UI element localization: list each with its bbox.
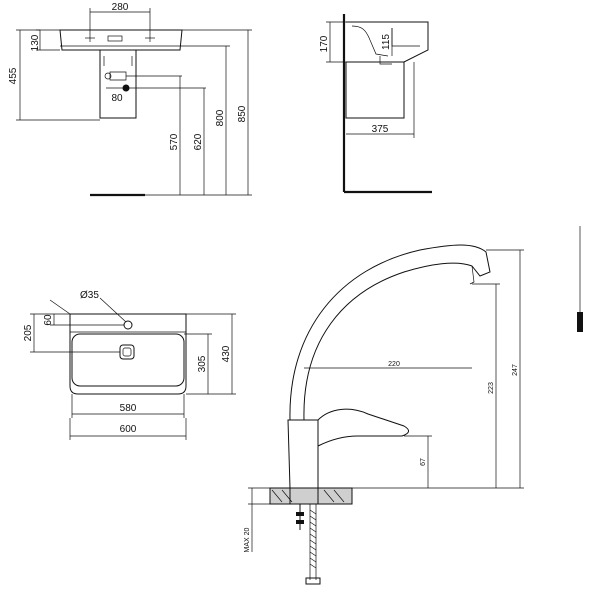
waste-outlet xyxy=(119,344,135,360)
spout-outline xyxy=(289,244,491,421)
aerator xyxy=(469,265,475,285)
dim-205-label: 205 xyxy=(23,324,34,341)
dim-280-label: 280 xyxy=(112,2,129,13)
bolt-nut xyxy=(296,512,304,516)
dim-67-label: 67 xyxy=(420,458,427,466)
dim-800-label: 800 xyxy=(215,109,226,126)
dim-305-label: 305 xyxy=(197,355,208,372)
basin-inner-rim xyxy=(391,28,420,47)
dim-115-label: 115 xyxy=(381,34,392,50)
deck-hatch xyxy=(271,489,345,503)
front-view: 280 130 455 80 570 620 800 850 xyxy=(8,2,252,197)
waste-pipe xyxy=(379,56,392,65)
supply-hose xyxy=(309,504,317,580)
dim-223-label: 223 xyxy=(488,382,495,394)
dim-130-label: 130 xyxy=(30,34,41,51)
basin-plan-outline xyxy=(69,313,187,395)
overflow-slot xyxy=(107,35,123,42)
dim-430-label: 430 xyxy=(221,345,232,362)
side-view: 170 115 375 xyxy=(319,14,432,194)
bowl-outline xyxy=(71,333,185,387)
dim-600-label: 600 xyxy=(120,424,137,435)
fixing-block xyxy=(289,487,319,505)
dim-375-label: 375 xyxy=(372,124,389,135)
tap-hole xyxy=(123,320,133,330)
plan-view: Ø35 60 205 305 430 580 600 xyxy=(23,290,236,440)
tap-view: MAX 20 220 223 247 67 xyxy=(244,244,524,585)
basin-inner-curve xyxy=(351,25,389,57)
bolt-washer xyxy=(296,520,304,524)
dim-570-label: 570 xyxy=(169,133,180,150)
hose-braid xyxy=(309,509,317,569)
dim-170-label: 170 xyxy=(319,35,330,52)
dim-850-label: 850 xyxy=(237,105,248,122)
hose-fitting xyxy=(305,577,321,585)
dim-60-ext-top xyxy=(49,299,71,315)
basin-section-outline xyxy=(346,21,429,63)
dim-220-label: 220 xyxy=(388,361,400,368)
waste-outlet-inner xyxy=(122,347,132,357)
dim-247-label: 247 xyxy=(512,364,519,376)
dim-max-label: MAX 20 xyxy=(244,527,251,552)
dim-80-label: 80 xyxy=(111,93,123,104)
tap-body xyxy=(287,419,319,489)
dia-leader xyxy=(99,297,127,323)
dim-620-label: 620 xyxy=(193,133,204,150)
lever-handle xyxy=(317,408,409,447)
dim-60-label: 60 xyxy=(43,314,54,326)
basin-front-outline xyxy=(59,29,183,51)
scale-block xyxy=(577,312,583,332)
dim-455-label: 455 xyxy=(8,67,19,84)
dim-580-label: 580 xyxy=(120,403,137,414)
side-pedestal xyxy=(345,62,405,119)
trap-box xyxy=(109,71,127,81)
scale-mark xyxy=(577,226,583,332)
pedestal-outline xyxy=(99,50,137,119)
trap-circle xyxy=(104,72,112,80)
dim-dia-label: Ø35 xyxy=(80,290,99,301)
